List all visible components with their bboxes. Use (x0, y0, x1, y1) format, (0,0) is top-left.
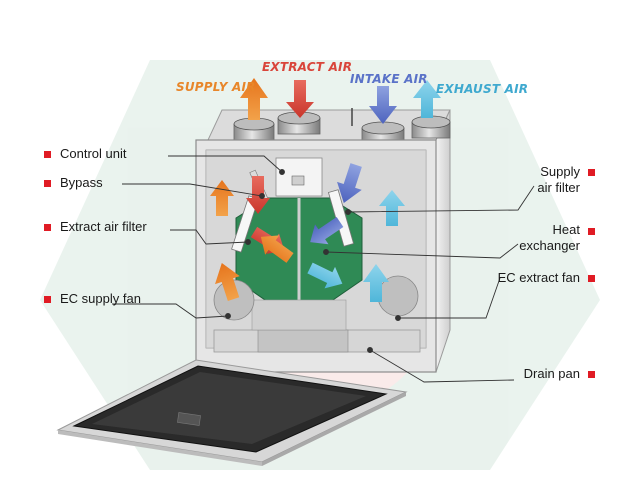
exhaust-air-label: EXHAUST AIR (436, 82, 529, 96)
intake-air-label: INTAKE AIR (350, 72, 428, 86)
extract-air-label: EXTRACT AIR (262, 60, 353, 74)
extract-air-arrow (286, 80, 314, 118)
intake-air-arrow (369, 86, 397, 124)
supply-air-duct (233, 117, 275, 141)
ec-extract-fan-marker (588, 275, 595, 282)
leader-bypass (122, 183, 263, 197)
leader-lines (112, 155, 535, 383)
leader-heat-exchanger (325, 243, 519, 259)
ec-supply-fan-marker (44, 296, 51, 303)
drain-pan-marker (588, 371, 595, 378)
internal-supply-arrow-lower (215, 262, 240, 301)
leader-control-unit (168, 155, 283, 173)
supply-air-filter-label-line1: Supply (540, 164, 580, 179)
leader-ec-supply-fan (112, 303, 229, 319)
heat-exchanger-label: Heat exchanger (480, 222, 580, 254)
extract-air-filter-marker (44, 224, 51, 231)
heat-exchanger-label-line1: Heat (552, 222, 580, 237)
bypass-label: Bypass (60, 175, 103, 190)
extract-air-filter-label: Extract air filter (60, 219, 147, 234)
ec-extract-fan-label: EC extract fan (497, 270, 580, 285)
control-unit-label: Control unit (60, 146, 127, 161)
leader-supply-air-filter (347, 185, 535, 213)
internal-exhaust-arrow-lower (363, 264, 389, 302)
supply-air-filter-label: Supply air filter (480, 164, 580, 196)
supply-air-label: SUPPLY AIR (176, 80, 256, 94)
exhaust-air-arrow (413, 80, 441, 118)
internal-supply-arrow-upper (210, 180, 234, 216)
supply-air-arrow (240, 78, 268, 120)
leader-drain-pan (369, 349, 515, 383)
internal-exhaust-arrow-upper (379, 190, 405, 226)
exhaust-air-duct (411, 115, 451, 139)
bypass-marker (44, 180, 51, 187)
leader-extract-air-filter (170, 229, 249, 245)
ec-supply-fan-label: EC supply fan (60, 291, 141, 306)
supply-air-filter-label-line2: air filter (537, 180, 580, 195)
leader-ec-extract-fan (398, 277, 501, 319)
heat-exchanger-label-line2: exchanger (519, 238, 580, 253)
ec-supply-fan (213, 279, 255, 321)
internal-intake-arrow-into-exchanger (310, 217, 344, 245)
internal-supply-arrow-out-exchanger (260, 235, 294, 263)
internal-intake-arrow-upper (337, 163, 362, 204)
heat-exchanger-marker (588, 228, 595, 235)
control-unit-marker (44, 151, 51, 158)
front-door-panel (56, 359, 408, 466)
supply-air-filter-marker (588, 169, 595, 176)
unit-side-panel (435, 109, 451, 373)
internal-exhaust-arrow-out-exchanger (307, 262, 343, 289)
drain-pan-label: Drain pan (523, 366, 580, 381)
